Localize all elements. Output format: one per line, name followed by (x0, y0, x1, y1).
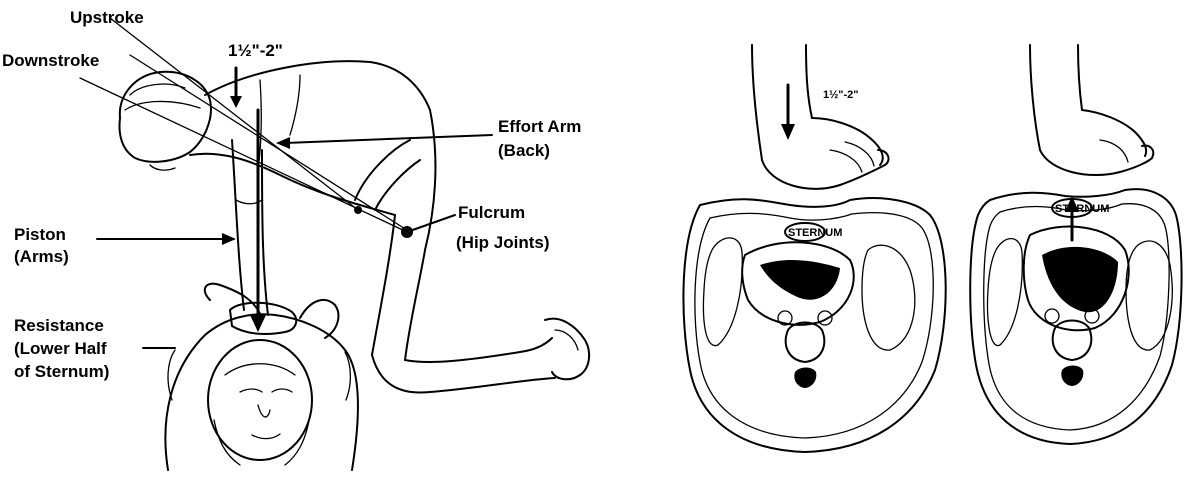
cross-section-release: STERNUM (970, 45, 1181, 444)
fulcrum-label: Fulcrum (458, 203, 525, 222)
lever-lines (80, 18, 410, 332)
resistance-sublabel-1: (Lower Half (14, 339, 107, 358)
rescuer-figure (120, 61, 590, 392)
upstroke-label: Upstroke (70, 8, 144, 27)
cross-section-compression: 1½"-2" STERNUM (683, 45, 945, 452)
piston-arrowhead (222, 233, 236, 245)
effort-arm-sublabel: (Back) (498, 141, 550, 160)
depth-label: 1½"-2" (228, 41, 283, 60)
compression-arrowhead (250, 315, 266, 332)
rescuer-figure-panel: Upstroke Downstroke 1½"-2" Effort Arm (B… (2, 8, 589, 470)
piston-label: Piston (14, 225, 66, 244)
depth-arrowhead (230, 96, 242, 108)
resistance-label: Resistance (14, 316, 104, 335)
effort-arm-label: Effort Arm (498, 117, 581, 136)
sternum-label-2: STERNUM (1055, 203, 1109, 215)
patient-figure (165, 284, 358, 470)
piston-sublabel: (Arms) (14, 247, 69, 266)
downstroke-label: Downstroke (2, 51, 99, 70)
effort-arrowhead (276, 137, 290, 149)
down-arrowhead (781, 124, 795, 140)
fulcrum-sublabel: (Hip Joints) (456, 233, 550, 252)
chest-cross-section-panel: 1½"-2" STERNUM (683, 45, 1181, 452)
resistance-sublabel-2: of Sternum) (14, 362, 109, 381)
sternum-label-1: STERNUM (788, 227, 842, 239)
depth-label-right: 1½"-2" (823, 89, 859, 101)
